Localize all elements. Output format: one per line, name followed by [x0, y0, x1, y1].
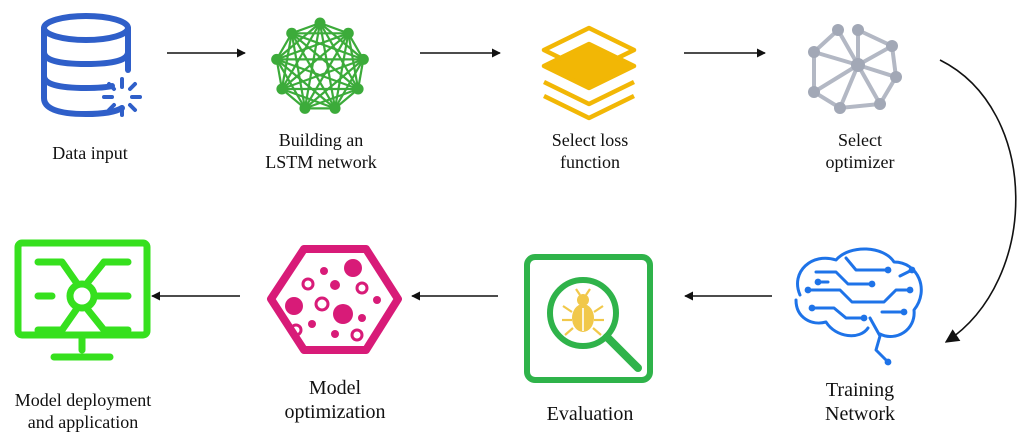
- network-node: [357, 53, 369, 65]
- label-training-network: Training Network: [780, 378, 940, 427]
- layers-icon: [541, 25, 637, 121]
- hexagon-cells-icon: [267, 245, 402, 354]
- network-icon: [271, 17, 369, 114]
- network-node: [352, 83, 364, 95]
- network-node: [314, 17, 326, 29]
- network-edge: [291, 32, 359, 90]
- network-edge: [281, 32, 349, 90]
- network-edge: [276, 58, 359, 91]
- network-node: [299, 102, 311, 114]
- network-edge: [291, 32, 364, 61]
- arrow-optimizer-to-training: [939, 59, 1017, 343]
- label-data-input: Data input: [10, 143, 170, 165]
- network-node: [271, 53, 283, 65]
- flow-arrows: [151, 48, 1017, 343]
- circuit-brain-icon: [794, 247, 923, 366]
- network-node: [276, 83, 288, 95]
- label-select-loss: Select loss function: [510, 130, 670, 174]
- hub-icon: [808, 24, 902, 114]
- label-line: optimization: [284, 401, 386, 424]
- label-model-optimization: Model optimization: [250, 376, 420, 425]
- network-edge: [334, 58, 365, 109]
- label-evaluation: Evaluation: [510, 402, 670, 426]
- network-edge: [303, 32, 350, 109]
- label-line: Building an: [278, 130, 364, 150]
- network-edge: [319, 22, 365, 61]
- label-line: function: [560, 151, 620, 172]
- label-line: Network: [825, 403, 895, 426]
- network-edge: [275, 58, 306, 109]
- network-edge: [281, 58, 364, 91]
- label-line: Data input: [52, 143, 128, 163]
- bug-search-icon: [524, 254, 653, 383]
- network-node: [329, 102, 341, 114]
- network-edge: [347, 33, 360, 90]
- network-edge: [280, 33, 293, 90]
- network-edge: [281, 87, 336, 110]
- label-model-deployment: Model deployment and application: [0, 390, 166, 434]
- network-node: [286, 27, 298, 39]
- database-icon: [41, 13, 142, 118]
- label-line: Model deployment: [14, 390, 152, 410]
- label-select-optimizer: Select optimizer: [780, 130, 940, 174]
- network-edge: [290, 33, 307, 109]
- label-line: Select loss: [551, 130, 629, 150]
- label-building-lstm: Building an LSTM network: [236, 130, 406, 174]
- network-edge: [290, 32, 337, 109]
- network-edge: [304, 87, 359, 110]
- label-line: Model: [308, 377, 362, 399]
- bug-icon: [562, 288, 604, 336]
- network-edge: [275, 22, 321, 61]
- label-line: LSTM network: [265, 151, 377, 172]
- label-line: Training: [825, 379, 895, 401]
- label-line: Select: [838, 130, 882, 150]
- monitor-icon: [14, 239, 151, 361]
- network-node: [342, 27, 354, 39]
- label-line: optimizer: [825, 151, 895, 172]
- label-line: Evaluation: [546, 403, 634, 425]
- network-edge: [318, 22, 337, 109]
- label-line: and application: [27, 411, 139, 432]
- network-edge: [303, 22, 322, 109]
